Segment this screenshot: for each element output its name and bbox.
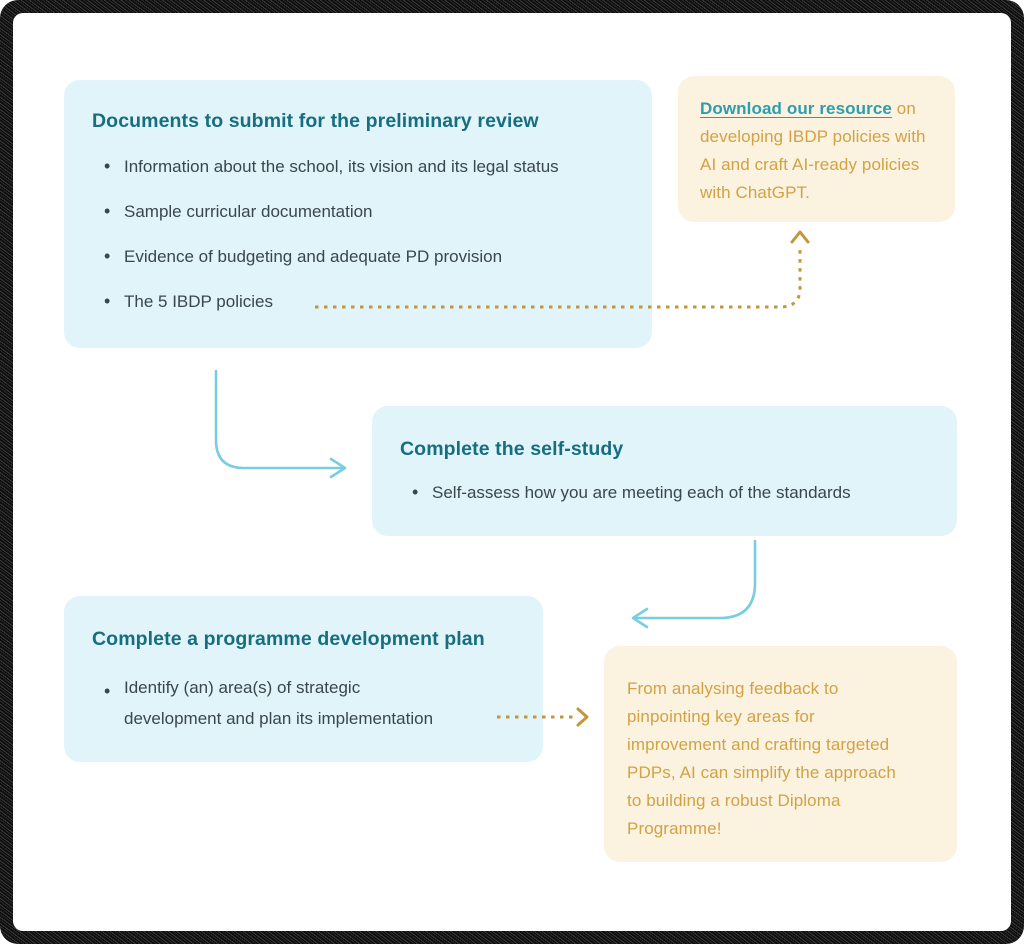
bullet-item: • Identify (an) area(s) of strategic deve… (104, 672, 436, 734)
bullet-item: • The 5 IBDP policies (104, 291, 624, 313)
ai-tip-policies-text: Download our resource on developing IBDP… (700, 95, 933, 207)
bullet-item: • Self-assess how you are meeting each of… (412, 482, 929, 504)
bullet-item: • Evidence of budgeting and adequate PD p… (104, 246, 624, 268)
step-development-plan-bullet-list: • Identify (an) area(s) of strategic deve… (104, 672, 515, 734)
bullet-text: The 5 IBDP policies (124, 292, 273, 311)
step-self-study-bullet-list: • Self-assess how you are meeting each of… (412, 482, 929, 504)
bullet-text: Self-assess how you are meeting each of … (432, 483, 851, 502)
ai-tip-policies-box: Download our resource on developing IBDP… (678, 76, 955, 222)
bullet-text: Information about the school, its vision… (124, 157, 559, 176)
ai-tip-pdp-text: From analysing feedback to pinpointing k… (627, 679, 896, 838)
bullet-item: • Information about the school, its visio… (104, 156, 624, 178)
step-documents-title: Documents to submit for the preliminary … (92, 110, 539, 132)
bullet-dot-icon: • (104, 681, 111, 701)
ai-tip-pdp-box: From analysing feedback to pinpointing k… (604, 646, 957, 862)
bullet-text: Evidence of budgeting and adequate PD pr… (124, 247, 503, 266)
step-documents-bullet-list: • Information about the school, its visio… (104, 156, 624, 313)
bullet-text: Identify (an) area(s) of strategic devel… (124, 678, 434, 728)
bullet-dot-icon: • (104, 291, 111, 311)
bullet-dot-icon: • (412, 482, 419, 502)
tip-text-after-link: on developing IBDP policies with AI and … (700, 99, 926, 202)
step-self-study-title: Complete the self-study (400, 438, 624, 460)
step-development-plan-title: Complete a programme development plan (92, 628, 485, 650)
bullet-dot-icon: • (104, 156, 111, 176)
bullet-item: • Sample curricular documentation (104, 201, 624, 223)
step-development-plan-box: Complete a programme development plan • I… (64, 596, 543, 762)
bullet-dot-icon: • (104, 201, 111, 221)
step-documents-box: Documents to submit for the preliminary … (64, 80, 652, 348)
bullet-dot-icon: • (104, 246, 111, 266)
download-resource-link[interactable]: Download our resource (700, 99, 892, 118)
bullet-text: Sample curricular documentation (124, 202, 373, 221)
step-self-study-box: Complete the self-study • Self-assess how… (372, 406, 957, 536)
